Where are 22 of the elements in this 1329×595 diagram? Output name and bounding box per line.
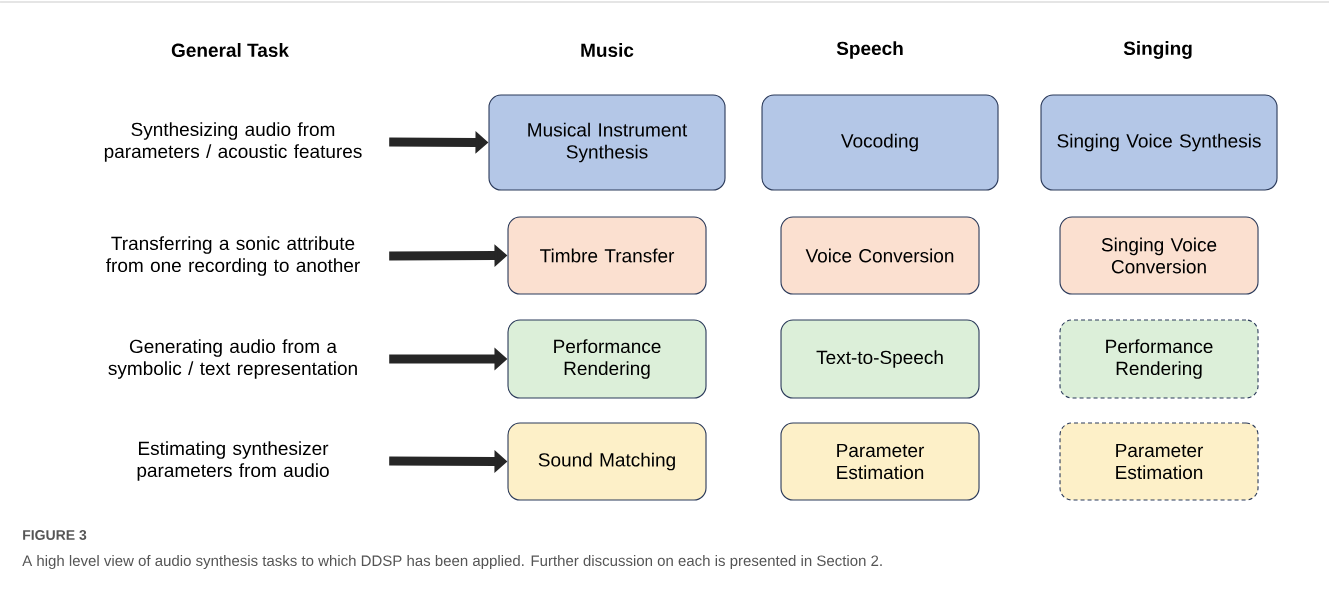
figure-label: FIGURE 3 (23, 530, 87, 540)
column-heading: Speech (836, 41, 903, 59)
task-description: Estimating synthesizer parameters from audio (137, 441, 329, 481)
task-box: Sound Matching (507, 422, 707, 501)
task-box: Musical Instrument Synthesis (488, 94, 726, 191)
task-box: Timbre Transfer (507, 216, 707, 295)
task-box: Text-to-Speech (780, 319, 980, 399)
task-box: Singing Voice Synthesis (1040, 94, 1278, 191)
task-box: Performance Rendering (1059, 319, 1259, 399)
task-box: Voice Conversion (780, 216, 980, 295)
task-description: Transferring a sonic attribute from one recording to another (106, 236, 360, 276)
task-box: Parameter Estimation (1059, 422, 1259, 501)
task-box: Vocoding (761, 94, 999, 191)
task-box: Performance Rendering (507, 319, 707, 399)
task-box: Parameter Estimation (780, 422, 980, 501)
column-heading: General Task (171, 43, 289, 57)
column-heading: Singing (1123, 41, 1192, 59)
task-box: Singing Voice Conversion (1059, 216, 1259, 295)
task-description: Generating audio from a symbolic / text representation (108, 339, 357, 379)
task-description: Synthesizing audio from parameters / acoustic features (104, 122, 362, 162)
caption: A high level view of audio synthesis tasks to which DDSP has been applied. Further discussion on each is presented in Section 2. (22, 555, 882, 569)
column-heading: Music (581, 43, 634, 57)
